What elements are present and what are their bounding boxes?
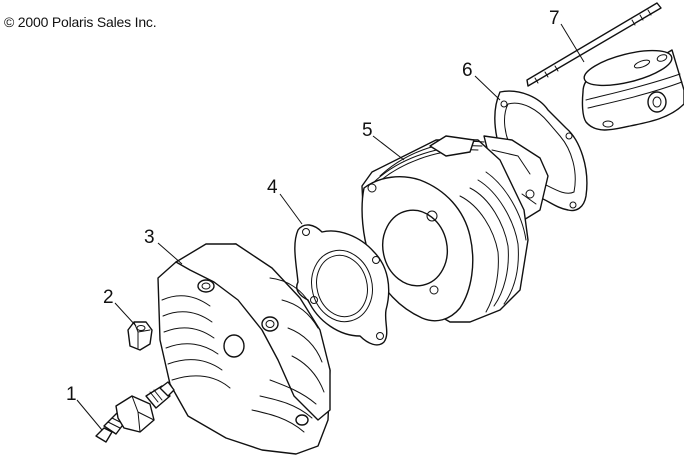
callout-leaders [76, 23, 585, 431]
callout-6: 6 [462, 60, 473, 81]
leader-7 [560, 23, 585, 63]
cylinder-drawing [361, 135, 549, 323]
spark-plug-drawing [95, 381, 175, 443]
callout-5: 5 [362, 120, 373, 141]
callout-1: 1 [66, 384, 77, 405]
leader-3 [157, 242, 183, 265]
cylinder-head-drawing [157, 243, 331, 455]
leader-2 [114, 302, 137, 327]
nut-drawing [127, 321, 153, 351]
stud-and-piston-drawing [526, 2, 684, 131]
leader-5 [372, 135, 405, 161]
callout-labels: 1 2 3 4 5 6 7 [66, 8, 560, 405]
callout-4: 4 [267, 177, 278, 198]
leader-1 [76, 399, 103, 431]
callout-3: 3 [144, 227, 155, 248]
leader-4 [279, 193, 303, 225]
leader-6 [474, 75, 501, 101]
copyright-notice: © 2000 Polaris Sales Inc. [4, 14, 157, 30]
callout-2: 2 [103, 287, 114, 308]
head-gasket-drawing [294, 224, 390, 346]
callout-7: 7 [549, 8, 560, 29]
